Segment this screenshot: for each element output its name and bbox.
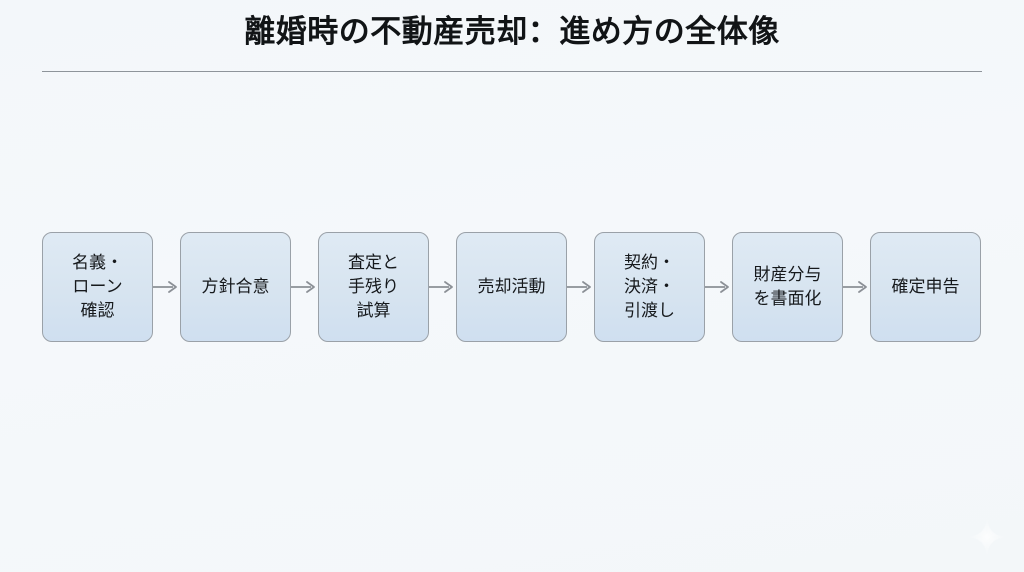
arrow-right-icon	[705, 276, 732, 298]
sparkle-icon	[964, 514, 1010, 560]
flow-node-label: 契約・ 決済・ 引渡し	[624, 252, 675, 322]
title-block: 離婚時の不動産売却：進め方の全体像	[0, 14, 1024, 51]
flow-node-step-6: 財産分与 を書面化	[732, 232, 843, 342]
flow-node-step-2: 方針合意	[180, 232, 291, 342]
process-flow-diagram: 名義・ ローン 確認 方針合意 査定と 手残り 試算	[42, 232, 982, 342]
arrow-right-icon	[153, 276, 180, 298]
flow-node-label: 売却活動	[477, 276, 546, 297]
arrow-right-icon	[429, 276, 456, 298]
flow-node-step-7: 確定申告	[870, 232, 981, 342]
flow-node-step-4: 売却活動	[456, 232, 567, 342]
arrow-right-icon	[567, 276, 594, 298]
arrow-right-icon	[843, 276, 870, 298]
flow-node-label: 確定申告	[891, 276, 960, 297]
flow-node-step-1: 名義・ ローン 確認	[42, 232, 153, 342]
title-divider	[42, 71, 982, 72]
flow-node-step-5: 契約・ 決済・ 引渡し	[594, 232, 705, 342]
flow-node-label: 財産分与 を書面化	[753, 264, 822, 309]
arrow-right-icon	[291, 276, 318, 298]
flow-node-step-3: 査定と 手残り 試算	[318, 232, 429, 342]
flow-node-label: 名義・ ローン 確認	[72, 252, 123, 322]
flow-node-label: 査定と 手残り 試算	[348, 252, 399, 322]
page-title: 離婚時の不動産売却：進め方の全体像	[244, 14, 780, 50]
flow-node-label: 方針合意	[201, 276, 270, 297]
